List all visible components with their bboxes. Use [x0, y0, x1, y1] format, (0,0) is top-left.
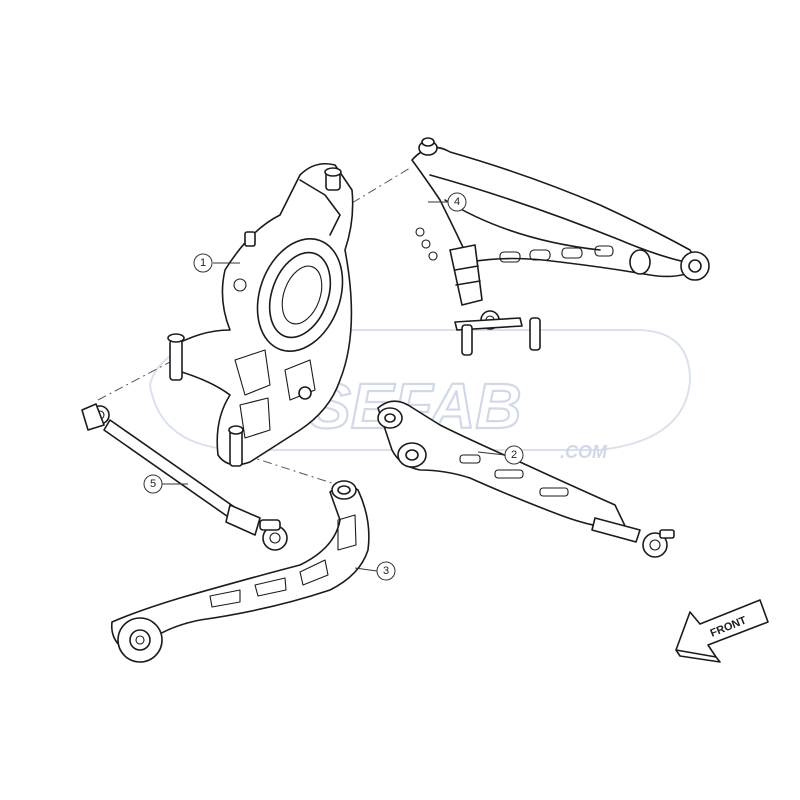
callout-3-label: 3 [383, 565, 389, 577]
callout-1: 1 [193, 253, 240, 273]
callout-2: 2 [477, 445, 524, 465]
callout-1-label: 1 [200, 257, 206, 269]
callout-2-label: 2 [511, 449, 517, 461]
callout-3: 3 [354, 561, 396, 581]
callout-4: 4 [428, 192, 467, 212]
callout-5: 5 [143, 474, 188, 494]
front-direction-arrow: FRONT [675, 599, 769, 663]
toe-link [81, 403, 288, 551]
lower-control-arm [377, 400, 675, 558]
callout-4-label: 4 [454, 196, 460, 208]
trailing-lower-arm [110, 480, 370, 663]
upper-control-arm [411, 137, 710, 356]
watermark-domain: .COM [560, 442, 608, 462]
alignment-lines [97, 167, 411, 486]
callout-5-label: 5 [150, 478, 156, 490]
upright [167, 162, 354, 467]
